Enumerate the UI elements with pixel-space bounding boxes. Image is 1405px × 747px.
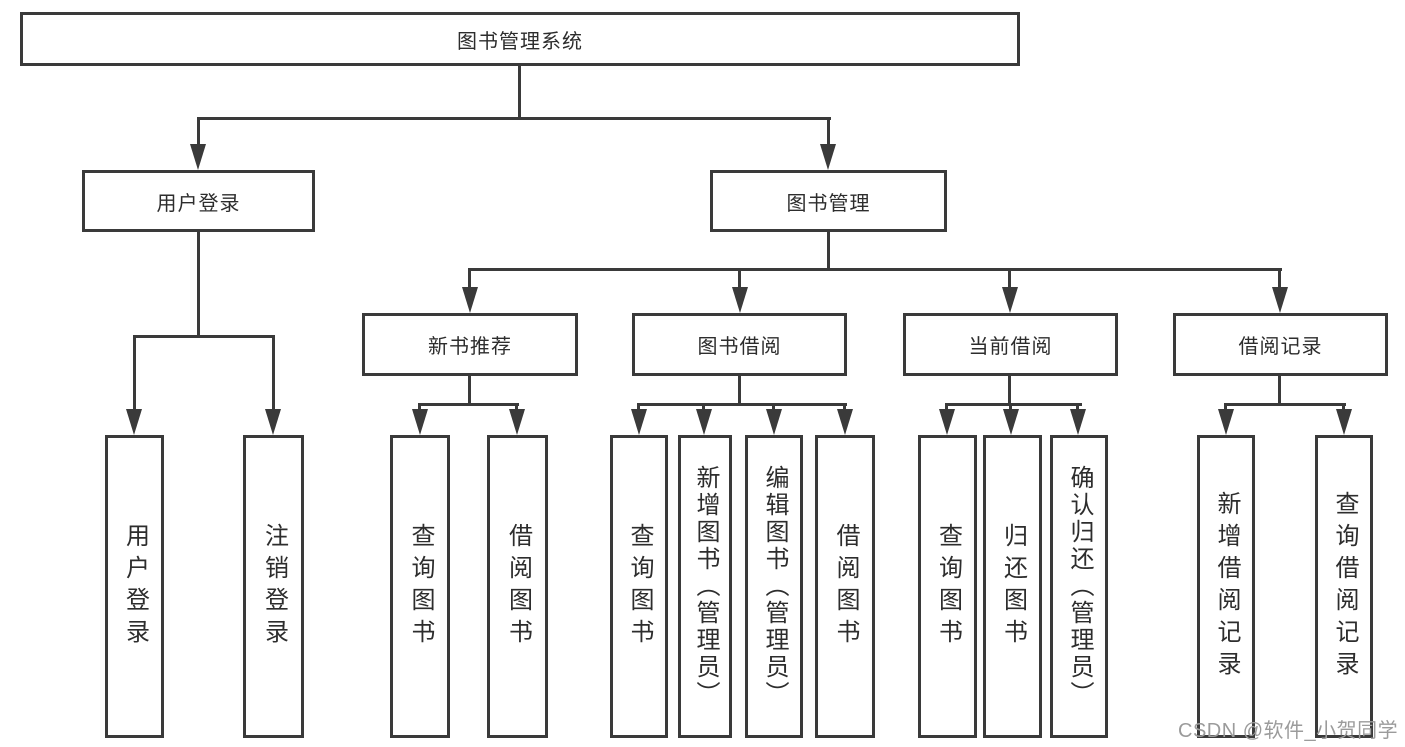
node-current-borrowing: 当前借阅 bbox=[903, 313, 1118, 376]
leaf-label: 借阅图书 bbox=[832, 522, 859, 651]
leaf-label: 编辑图书（管理员） bbox=[761, 465, 788, 708]
leaf-current-query-books: 查询图书 bbox=[918, 435, 977, 738]
leaf-label: 用户登录 bbox=[121, 522, 149, 651]
arrow-down-icon bbox=[1272, 287, 1288, 313]
leaf-records-query-record: 查询借阅记录 bbox=[1315, 435, 1373, 738]
leaf-user-login: 用户登录 bbox=[105, 435, 164, 738]
leaf-borrowing-edit-books-admin: 编辑图书（管理员） bbox=[745, 435, 803, 738]
leaf-logout: 注销登录 bbox=[243, 435, 304, 738]
leaf-label: 新增借阅记录 bbox=[1213, 490, 1240, 683]
arrow-down-icon bbox=[820, 144, 836, 170]
arrow-down-icon bbox=[126, 409, 142, 435]
leaf-current-confirm-return-admin: 确认归还（管理员） bbox=[1050, 435, 1108, 738]
arrow-down-icon bbox=[732, 287, 748, 313]
arrow-down-icon bbox=[766, 409, 782, 435]
node-book-management: 图书管理 bbox=[710, 170, 947, 232]
arrow-down-icon bbox=[837, 409, 853, 435]
leaf-label: 查询借阅记录 bbox=[1331, 490, 1358, 683]
leaf-newbooks-borrow-books: 借阅图书 bbox=[487, 435, 548, 738]
watermark: CSDN @软件_小贺同学 bbox=[1178, 720, 1399, 742]
node-user-login: 用户登录 bbox=[82, 170, 315, 232]
leaf-borrowing-query-books: 查询图书 bbox=[610, 435, 668, 738]
arrow-down-icon bbox=[1218, 409, 1234, 435]
leaf-label: 查询图书 bbox=[934, 522, 962, 651]
node-library-system: 图书管理系统 bbox=[20, 12, 1020, 66]
arrow-down-icon bbox=[265, 409, 281, 435]
arrow-down-icon bbox=[509, 409, 525, 435]
leaf-newbooks-query-books: 查询图书 bbox=[390, 435, 450, 738]
leaf-label: 查询图书 bbox=[407, 522, 434, 651]
leaf-borrowing-borrow-books: 借阅图书 bbox=[815, 435, 875, 738]
leaf-label: 新增图书（管理员） bbox=[692, 465, 719, 708]
arrow-down-icon bbox=[1336, 409, 1352, 435]
leaf-label: 查询图书 bbox=[626, 522, 653, 651]
arrow-down-icon bbox=[1003, 409, 1019, 435]
leaf-borrowing-add-books-admin: 新增图书（管理员） bbox=[678, 435, 732, 738]
arrow-down-icon bbox=[412, 409, 428, 435]
leaf-records-add-record: 新增借阅记录 bbox=[1197, 435, 1255, 738]
arrow-down-icon bbox=[939, 409, 955, 435]
leaf-current-return-books: 归还图书 bbox=[983, 435, 1042, 738]
arrow-down-icon bbox=[1002, 287, 1018, 313]
arrow-down-icon bbox=[1070, 409, 1086, 435]
node-book-borrowing: 图书借阅 bbox=[632, 313, 847, 376]
node-new-book-recommend: 新书推荐 bbox=[362, 313, 578, 376]
leaf-label: 归还图书 bbox=[999, 522, 1027, 651]
arrow-down-icon bbox=[696, 409, 712, 435]
leaf-label: 确认归还（管理员） bbox=[1066, 465, 1093, 708]
arrow-down-icon bbox=[462, 287, 478, 313]
arrow-down-icon bbox=[190, 144, 206, 170]
node-borrowing-records: 借阅记录 bbox=[1173, 313, 1388, 376]
arrow-down-icon bbox=[631, 409, 647, 435]
leaf-label: 注销登录 bbox=[260, 522, 288, 651]
leaf-label: 借阅图书 bbox=[504, 522, 532, 651]
